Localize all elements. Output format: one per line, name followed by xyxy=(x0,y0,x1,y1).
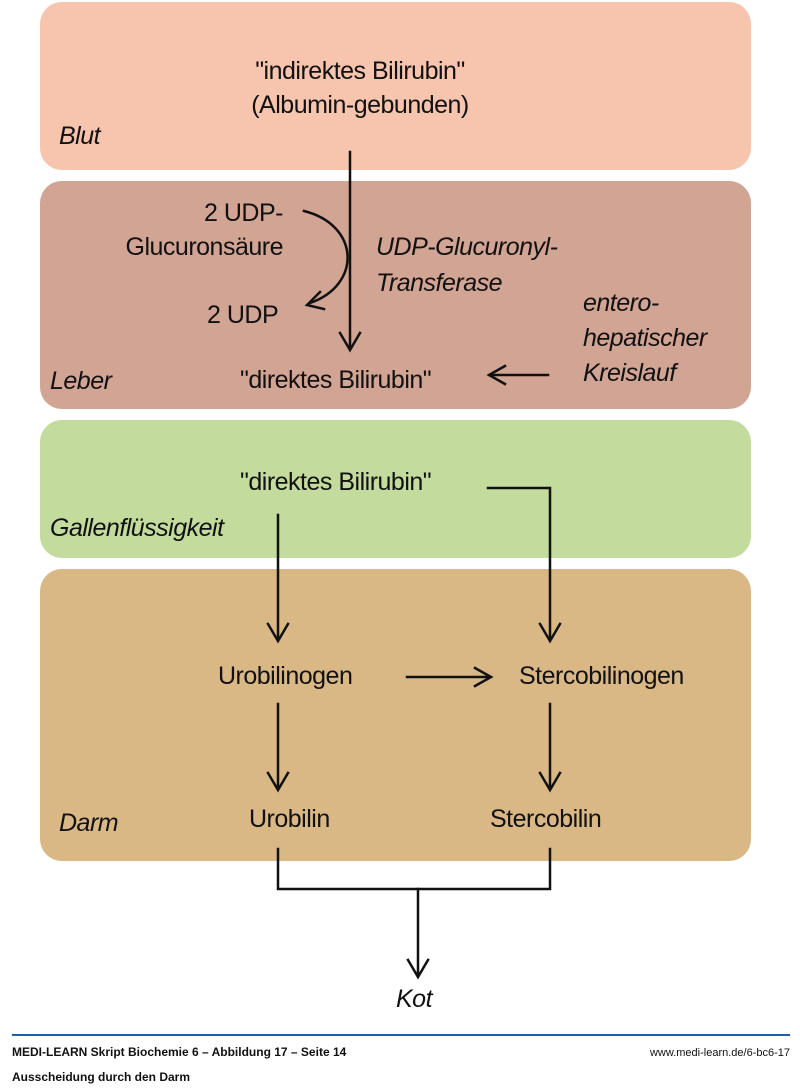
urobilinogen-label: Urobilinogen xyxy=(218,662,353,690)
stercobilinogen-label: Stercobilinogen xyxy=(519,662,684,690)
direct-bilirubin-leber: "direktes Bilirubin" xyxy=(240,366,432,394)
udp-glucuronsaeure-line2: Glucuronsäure xyxy=(125,233,284,261)
compartment-darm xyxy=(40,569,751,861)
arrowhead-to-kot xyxy=(406,958,430,980)
arrowhead-udp xyxy=(304,290,326,311)
arrowhead-indirect-to-direct xyxy=(338,331,362,353)
udp-label: 2 UDP xyxy=(207,301,279,329)
arrow-galle-to-stercobilinogen xyxy=(486,486,552,641)
udp-glucuronsaeure-line1: 2 UDP- xyxy=(204,199,283,227)
arrowhead-galle-to-stercobilinogen xyxy=(538,622,562,644)
albumin-bound-label: (Albumin-gebunden) xyxy=(251,91,469,119)
compartment-label-blut: Blut xyxy=(59,122,101,150)
compartment-blut xyxy=(40,2,751,170)
arrowhead-galle-to-urobilinogen xyxy=(266,622,290,644)
footer-subtitle: Ausscheidung durch den Darm xyxy=(12,1070,191,1084)
enzyme-label-line1: UDP-Glucuronyl- xyxy=(376,233,558,261)
direct-bilirubin-galle: "direktes Bilirubin" xyxy=(240,468,432,496)
arrowhead-urobilinogen-to-stercobilinogen xyxy=(473,666,494,688)
footer-url[interactable]: www.medi-learn.de/6-bc6-17 xyxy=(649,1047,790,1059)
compartment-label-darm: Darm xyxy=(59,809,119,837)
enterohepatic-line2: hepatischer xyxy=(583,324,707,352)
enterohepatic-line3: Kreislauf xyxy=(583,359,676,387)
arrowhead-enterohepatic xyxy=(486,364,507,386)
stercobilin-label: Stercobilin xyxy=(490,805,602,833)
compartment-galle xyxy=(40,420,751,558)
arrow-udp-glucuronsaeure xyxy=(302,209,349,305)
urobilin-label: Urobilin xyxy=(249,805,330,833)
compartment-label-galle: Gallenflüssigkeit xyxy=(50,514,224,542)
arrowhead-urobilinogen-to-urobilin xyxy=(266,771,290,793)
arrowhead-stercobilinogen-to-stercobilin xyxy=(538,771,562,793)
indirect-bilirubin-label: "indirektes Bilirubin" xyxy=(255,57,465,85)
footer-rule xyxy=(12,1034,790,1036)
bracket-to-kot xyxy=(276,847,552,891)
enzyme-label-line2: Transferase xyxy=(376,269,503,297)
enterohepatic-line1: entero- xyxy=(583,289,659,317)
footer-title: MEDI-LEARN Skript Biochemie 6 – Abbildun… xyxy=(12,1045,347,1059)
compartment-leber xyxy=(40,181,751,409)
kot-label: Kot xyxy=(396,985,433,1013)
compartment-label-leber: Leber xyxy=(50,367,112,395)
